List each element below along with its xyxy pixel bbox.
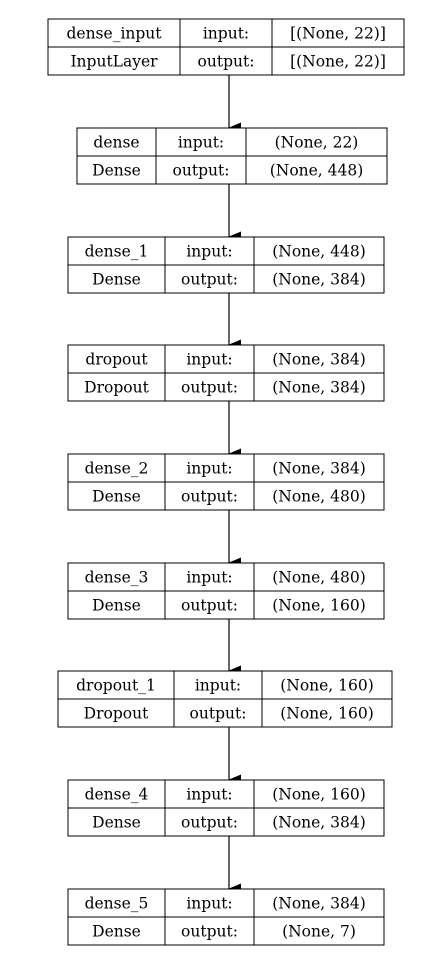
output-shape: (None, 448) — [270, 162, 364, 180]
layer-name: dense_3 — [85, 569, 149, 587]
input-shape: (None, 384) — [272, 351, 366, 369]
output-shape: (None, 384) — [272, 379, 366, 397]
input-label: input: — [186, 895, 232, 913]
output-label: output: — [181, 597, 238, 615]
layer-name: dropout_1 — [76, 677, 156, 695]
output-label: output: — [181, 379, 238, 397]
output-label: output: — [181, 488, 238, 506]
input-label: input: — [186, 569, 232, 587]
layer-name: dense_2 — [85, 460, 149, 478]
input-shape: (None, 384) — [272, 460, 366, 478]
output-label: output: — [181, 814, 238, 832]
output-label: output: — [181, 923, 238, 941]
output-label: output: — [198, 53, 255, 71]
output-label: output: — [181, 271, 238, 289]
input-label: input: — [203, 25, 249, 43]
layer-type: Dense — [92, 597, 141, 615]
input-shape: (None, 384) — [272, 895, 366, 913]
output-shape: (None, 160) — [280, 705, 374, 723]
layer-type: Dropout — [84, 379, 149, 397]
output-shape: (None, 7) — [282, 923, 356, 941]
layer-type: Dense — [92, 923, 141, 941]
layer-type: Dense — [92, 814, 141, 832]
input-shape: (None, 448) — [272, 243, 366, 261]
layer-name: dense_4 — [85, 786, 149, 804]
input-label: input: — [186, 243, 232, 261]
layer-type: Dense — [92, 162, 141, 180]
input-label: input: — [186, 460, 232, 478]
input-shape: (None, 22) — [275, 134, 359, 152]
output-label: output: — [173, 162, 230, 180]
output-shape: [(None, 22)] — [290, 53, 386, 71]
input-label: input: — [195, 677, 241, 695]
output-shape: (None, 480) — [272, 488, 366, 506]
input-label: input: — [178, 134, 224, 152]
input-shape: [(None, 22)] — [290, 25, 386, 43]
input-shape: (None, 480) — [272, 569, 366, 587]
layer-type: Dropout — [84, 705, 149, 723]
input-label: input: — [186, 351, 232, 369]
output-shape: (None, 384) — [272, 814, 366, 832]
layer-type: Dense — [92, 488, 141, 506]
layer-name: dropout — [85, 351, 148, 369]
output-label: output: — [190, 705, 247, 723]
layer-name: dense_5 — [85, 895, 149, 913]
input-shape: (None, 160) — [280, 677, 374, 695]
layer-name: dense — [93, 134, 139, 152]
layer-type: InputLayer — [70, 53, 158, 71]
output-shape: (None, 384) — [272, 271, 366, 289]
output-shape: (None, 160) — [272, 597, 366, 615]
layer-name: dense_input — [66, 25, 162, 43]
layer-name: dense_1 — [85, 243, 149, 261]
input-label: input: — [186, 786, 232, 804]
input-shape: (None, 160) — [272, 786, 366, 804]
layer-type: Dense — [92, 271, 141, 289]
